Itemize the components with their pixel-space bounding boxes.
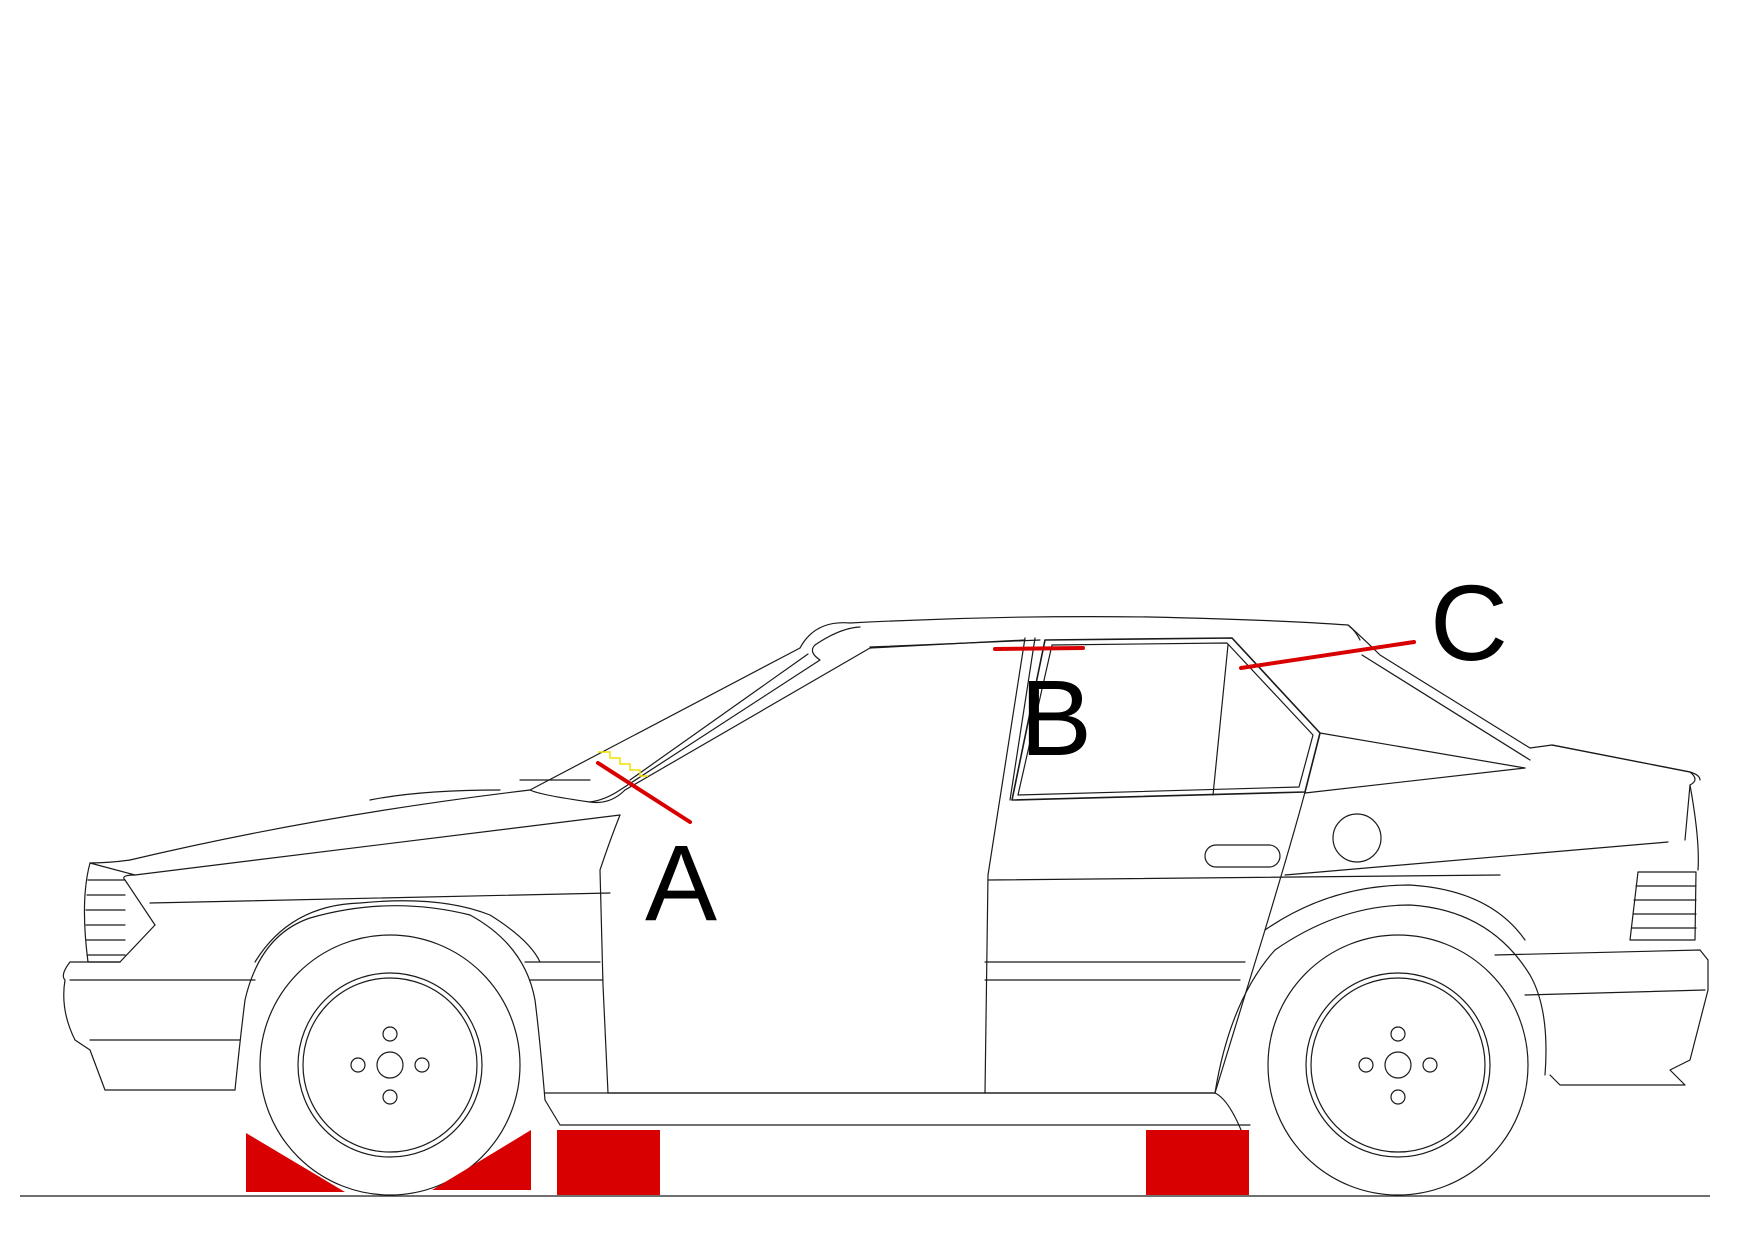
- tail-light: [1629, 871, 1697, 941]
- wheel-chock-front-left: [246, 1133, 345, 1192]
- label-a: A: [645, 822, 717, 943]
- label-b: B: [1020, 657, 1092, 778]
- headlight-grille: [85, 879, 126, 956]
- support-block-rear: [1146, 1130, 1249, 1195]
- marker-a-line: [596, 761, 692, 824]
- wheel-chock-front-right: [432, 1130, 531, 1190]
- label-c: C: [1430, 562, 1508, 683]
- fuel-cap: [1332, 813, 1382, 863]
- front-wheel: [259, 934, 521, 1196]
- supports: [246, 1130, 1249, 1195]
- rear-wheel: [1267, 934, 1529, 1196]
- support-block-front: [557, 1130, 660, 1195]
- car-body: [62, 616, 1709, 1141]
- door-handle: [1204, 844, 1281, 868]
- highlight-zigzag: [598, 751, 648, 777]
- marker-c-line: [1239, 640, 1416, 670]
- marker-b-line: [993, 646, 1085, 651]
